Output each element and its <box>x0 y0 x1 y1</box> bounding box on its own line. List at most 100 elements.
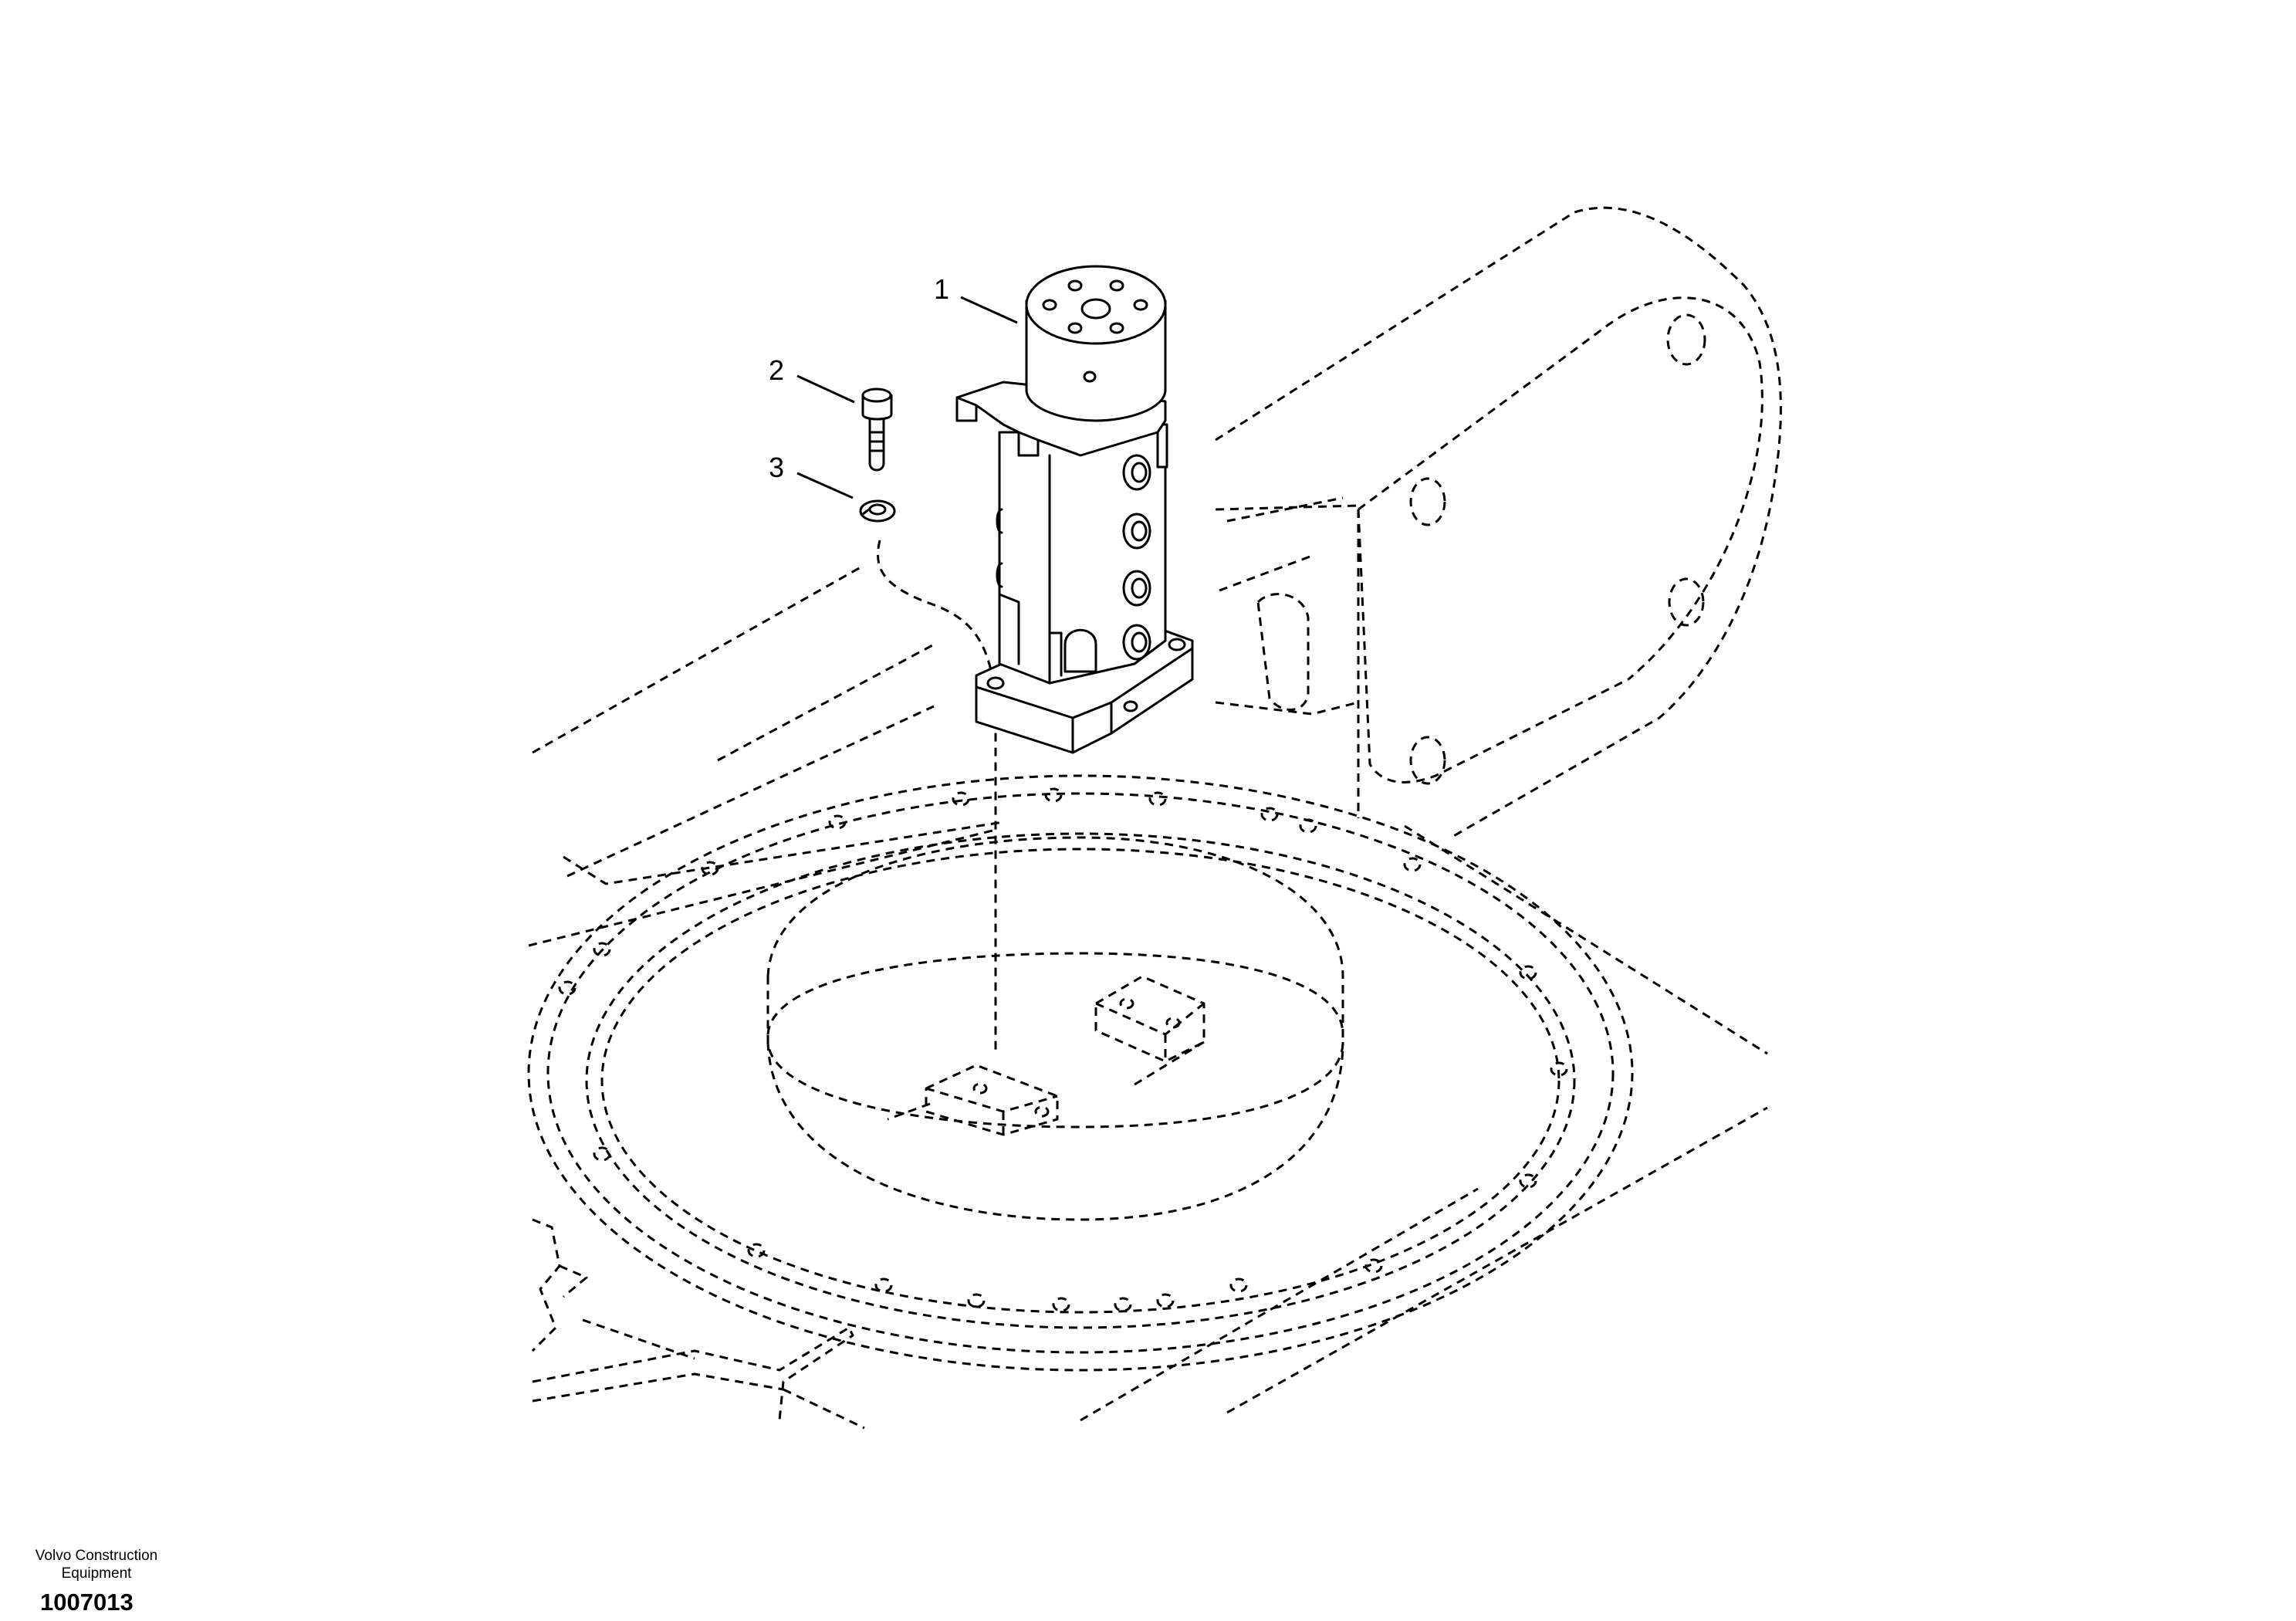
ring-bolt-hole <box>1299 818 1317 834</box>
swivel-joint-body-base <box>998 593 1063 677</box>
ring-bolt-hole <box>1519 1173 1537 1189</box>
flange-bolt-hole <box>1123 700 1138 712</box>
boom-bracket <box>1215 206 1782 839</box>
washer-hole <box>868 503 887 516</box>
lower-bracket <box>559 1264 588 1298</box>
bracket-hole <box>1666 313 1706 366</box>
ring-bolt-hole <box>1148 791 1167 807</box>
swivel-joint <box>955 265 1194 754</box>
bracket-hole <box>1668 577 1705 627</box>
publisher-name-line2: Equipment <box>61 1565 132 1582</box>
slewing-ring-inner <box>585 832 1576 1329</box>
head-bolt <box>1042 299 1057 311</box>
boom-bracket-inner <box>1358 296 1763 681</box>
swivel-joint-stopper-edge <box>955 396 1040 442</box>
ring-bolt-hole <box>747 1243 766 1258</box>
swivel-joint-flange-edge <box>975 647 1194 719</box>
head-side-port <box>1083 371 1097 383</box>
slewing-ring-mid <box>546 792 1615 1354</box>
ring-bolt-hole <box>967 1293 986 1308</box>
head-bolt <box>1109 279 1124 292</box>
port-fitting-inner <box>1131 577 1148 599</box>
port-fitting-side <box>996 508 1003 534</box>
boom-bracket-edge <box>1215 504 1360 818</box>
ring-bolt-hole <box>593 942 611 957</box>
boom-bracket-plate <box>1215 701 1359 716</box>
head-bolt <box>1109 322 1124 334</box>
port-fitting-inner <box>1131 631 1148 653</box>
inner-block-hole <box>972 1082 988 1095</box>
ring-bolt-hole <box>1403 857 1422 872</box>
head-bolt <box>1067 322 1083 334</box>
lower-bracket <box>783 1388 865 1430</box>
ring-bolt-hole <box>874 1278 893 1293</box>
bolt-thread <box>868 431 885 452</box>
head-bolt <box>1067 279 1083 292</box>
ring-bolt-hole <box>558 980 577 996</box>
leader-line-3 <box>796 472 854 499</box>
washer <box>859 499 896 523</box>
lower-bracket <box>532 1372 784 1403</box>
leader-line-2 <box>796 374 855 404</box>
swivel-joint-flange-edge <box>1071 701 1113 754</box>
assembly-path <box>877 540 997 1050</box>
callout-label-1: 1 <box>934 273 949 305</box>
background-machine-outline <box>527 206 1782 1430</box>
slewing-ring-outer <box>527 774 1634 1372</box>
boom-bracket-edge <box>1357 509 1629 783</box>
callout-label-3: 3 <box>769 452 784 483</box>
frame-line <box>1080 1187 1479 1422</box>
ring-bolt-hole <box>1156 1293 1175 1308</box>
inner-block-hole <box>1119 997 1134 1010</box>
ring-bolt-hole <box>1550 1061 1568 1077</box>
leader-line-1 <box>960 296 1018 324</box>
lower-bracket <box>531 1218 561 1352</box>
inner-line <box>887 1102 931 1121</box>
ring-bolt-hole <box>1044 787 1063 803</box>
center-cylinder-top <box>766 952 1344 1035</box>
ring-bolt-hole <box>1052 1297 1070 1312</box>
boom-bracket-slot <box>1256 593 1310 711</box>
port-fitting-inner <box>1131 520 1148 542</box>
frame-line <box>717 643 935 762</box>
inner-block-hole <box>1034 1105 1050 1118</box>
frame-line <box>532 566 861 754</box>
inner-line <box>1134 1041 1205 1086</box>
ring-bolt-hole <box>828 814 847 830</box>
ring-bolt-hole <box>952 791 970 807</box>
ring-bolt-hole <box>1364 1258 1383 1274</box>
callouts: 1 2 3 <box>769 273 1018 499</box>
frame-line <box>563 821 1004 885</box>
lower-bracket <box>532 1326 854 1421</box>
ring-bolt-hole <box>1260 807 1279 822</box>
callout-label-2: 2 <box>769 354 784 386</box>
frame-line <box>1226 1106 1768 1414</box>
boom-bracket-edge <box>1226 496 1344 523</box>
ring-bolt-hole <box>701 861 719 876</box>
center-cylinder <box>766 836 1344 1129</box>
port-fitting-side <box>996 562 1003 588</box>
ring-bolt-holes <box>558 787 1568 1312</box>
lower-bracket <box>582 1318 695 1360</box>
frame-line <box>566 705 935 878</box>
frame-line <box>528 828 996 947</box>
bolt-shank <box>868 415 885 472</box>
swivel-joint-plug <box>1063 628 1097 673</box>
ring-bolt-hole <box>1114 1297 1132 1312</box>
drawing-number: 1007013 <box>40 1589 134 1616</box>
bracket-hole <box>1409 736 1446 785</box>
washer-split <box>861 508 871 516</box>
head-center-port <box>1080 298 1111 320</box>
publisher-name-line1: Volvo Construction <box>35 1548 158 1564</box>
head-bolt <box>1133 299 1148 311</box>
inner-block <box>1094 975 1205 1063</box>
ring-bolt-hole <box>593 1146 611 1162</box>
bolt <box>861 387 893 472</box>
slewing-ring-inner2 <box>600 848 1561 1314</box>
flange-bolt-hole <box>1168 638 1186 651</box>
port-fitting-inner <box>1131 462 1148 483</box>
flange-bolt-hole <box>986 676 1005 690</box>
frame-line <box>1404 824 1768 1055</box>
inner-block <box>925 1064 1059 1136</box>
